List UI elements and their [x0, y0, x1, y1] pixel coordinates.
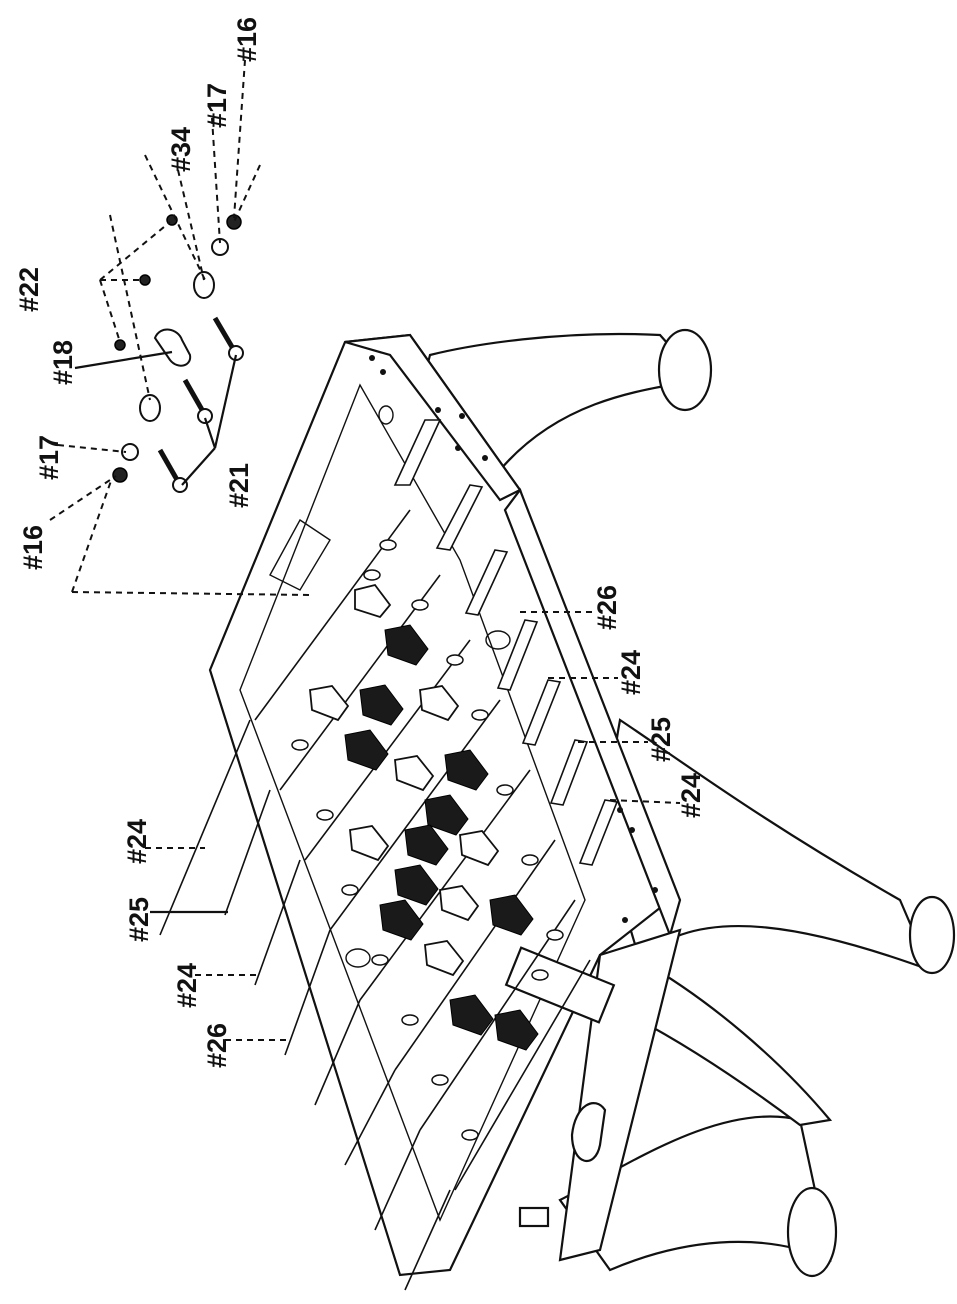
rod-out-4 [284, 929, 331, 1056]
rod-out-8 [404, 1189, 451, 1291]
player-goalie-1 [354, 583, 392, 619]
rod-out-6 [344, 1069, 396, 1166]
table-end-panel-top [344, 333, 522, 502]
rod-2 [435, 484, 484, 551]
leader-lines [49, 59, 681, 1041]
player-b-7 [394, 864, 439, 906]
rod-long-3 [304, 639, 471, 861]
player-w-4 [394, 755, 435, 792]
player-b-6 [404, 824, 449, 866]
rod-out-7 [374, 1129, 421, 1231]
rod-out-1 [159, 719, 251, 936]
rod-4 [496, 619, 539, 691]
bracket-18 [153, 328, 192, 367]
washer-34 [193, 271, 215, 299]
player-w-5 [349, 825, 390, 862]
playfield [239, 383, 586, 1222]
player-w-3 [419, 685, 460, 722]
players [291, 539, 564, 1141]
goal-hole-left [345, 948, 371, 968]
label-24-right-a: #24 [616, 650, 646, 695]
screw-21-b [182, 378, 213, 424]
rod-out-2 [224, 789, 271, 916]
screw-21-c [212, 316, 244, 361]
bearing-hole [378, 405, 394, 425]
bumpers [291, 539, 564, 1141]
label-17-left: #17 [34, 435, 64, 480]
rod-out-5 [314, 999, 361, 1106]
label-34: #34 [166, 127, 196, 172]
exploded-hardware [112, 214, 244, 493]
rod-long-8 [454, 959, 591, 1191]
label-25-right: #25 [646, 717, 676, 762]
nut-16-left [112, 467, 128, 483]
player-w-6 [459, 830, 500, 867]
label-21: #21 [224, 463, 254, 508]
player-w-2 [309, 685, 350, 722]
player-b-1 [384, 624, 429, 666]
rod-out-3 [254, 859, 301, 986]
label-17-top: #17 [202, 83, 232, 128]
nut-22-b [139, 274, 151, 286]
rod-long-2 [279, 574, 441, 791]
leg-arch-lower [618, 958, 833, 1127]
player-b-10 [449, 994, 494, 1036]
player-b-8 [489, 894, 534, 936]
player-b-2 [359, 684, 404, 726]
label-22: #22 [14, 267, 44, 312]
label-16-left: #16 [18, 525, 48, 570]
table-body [208, 328, 956, 1278]
player-rods [159, 419, 619, 1291]
coin-slot [518, 1206, 550, 1228]
player-w-7 [439, 885, 480, 922]
player-b-3 [344, 729, 389, 771]
player-b-4 [444, 749, 489, 791]
goal-hole-right [485, 630, 511, 650]
nut-22-a [114, 339, 126, 351]
mounting-holes [369, 355, 658, 923]
screw-21-a [157, 448, 188, 493]
rod-7 [578, 799, 619, 866]
leg-foot-right [908, 895, 956, 975]
player-b-5 [424, 794, 469, 836]
leg-foot-bottom [786, 1186, 838, 1278]
label-24-right-b: #24 [676, 773, 706, 818]
rod-5 [521, 679, 562, 746]
goal-box-top [269, 518, 331, 591]
handle-slot [570, 1102, 607, 1163]
label-16-top: #16 [232, 17, 262, 62]
player-w-8 [424, 940, 465, 977]
rod-1 [393, 419, 442, 486]
score-counter [504, 946, 616, 1024]
bearing-plate-left [139, 394, 161, 422]
label-26-right: #26 [592, 585, 622, 630]
part-labels: #16 #17 #34 #22 #18 #17 #16 #21 #26 #24 … [14, 17, 706, 1068]
washer-17-left [121, 443, 139, 461]
player-b-11 [494, 1009, 539, 1051]
rod-3 [464, 549, 509, 616]
label-25-left: #25 [124, 897, 154, 942]
table-end-panel-bottom [558, 928, 682, 1262]
label-18: #18 [48, 340, 78, 385]
rod-long-6 [394, 839, 556, 1071]
label-24-left-a: #24 [122, 819, 152, 864]
player-b-9 [379, 899, 424, 941]
label-26-left: #26 [202, 1023, 232, 1068]
leg-foot-top [657, 328, 713, 412]
label-24-left-b: #24 [172, 963, 202, 1008]
